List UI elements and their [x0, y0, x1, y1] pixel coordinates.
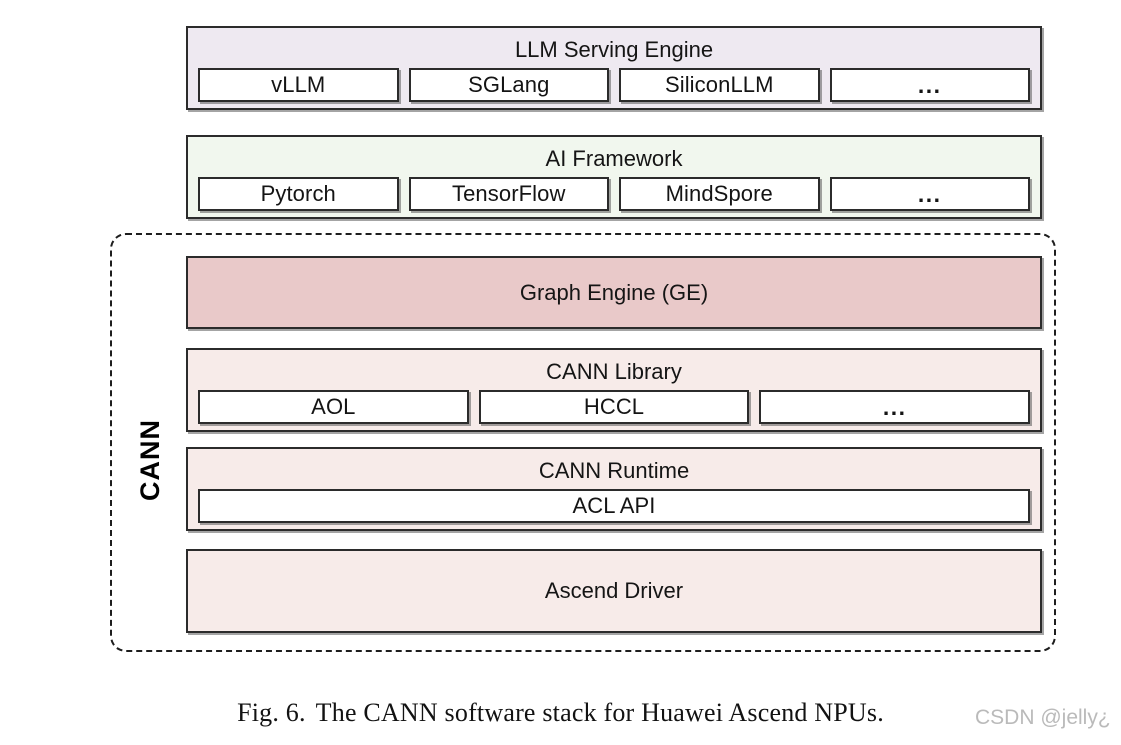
- cann-runtime-layer: CANN Runtime ACL API: [186, 447, 1042, 531]
- llm-serving-engine-items: vLLM SGLang SiliconLLM ...: [198, 68, 1030, 102]
- cann-library-item-hccl: HCCL: [478, 390, 750, 424]
- cann-runtime-item-acl-api: ACL API: [198, 489, 1030, 523]
- figure-caption: Fig. 6. The CANN software stack for Huawe…: [0, 698, 1121, 728]
- llm-item-siliconllm: SiliconLLM: [619, 68, 820, 102]
- llm-serving-engine-layer: LLM Serving Engine vLLM SGLang SiliconLL…: [186, 26, 1042, 110]
- llm-item-vllm: vLLM: [198, 68, 399, 102]
- graph-engine-title: Graph Engine (GE): [519, 279, 709, 305]
- llm-item-sglang: SGLang: [408, 68, 609, 102]
- cann-runtime-title: CANN Runtime: [538, 458, 690, 483]
- ai-framework-items: Pytorch TensorFlow MindSpore ...: [198, 177, 1030, 211]
- cann-library-item-aol: AOL: [198, 390, 469, 424]
- ascend-driver-layer: Ascend Driver: [186, 549, 1042, 633]
- ai-item-pytorch: Pytorch: [198, 177, 399, 211]
- ai-item-more: ...: [829, 177, 1030, 211]
- ai-framework-title: AI Framework: [545, 146, 683, 171]
- graph-engine-layer: Graph Engine (GE): [186, 256, 1042, 329]
- cann-library-title: CANN Library: [546, 359, 682, 384]
- cann-library-layer: CANN Library AOL HCCL ...: [186, 348, 1042, 432]
- llm-serving-engine-title: LLM Serving Engine: [514, 37, 714, 62]
- cann-library-items: AOL HCCL ...: [198, 390, 1031, 424]
- cann-runtime-items: ACL API: [198, 489, 1030, 523]
- cann-library-item-more: ...: [759, 390, 1031, 424]
- ai-framework-layer: AI Framework Pytorch TensorFlow MindSpor…: [186, 135, 1042, 219]
- llm-item-more: ...: [829, 68, 1030, 102]
- ai-item-mindspore: MindSpore: [619, 177, 820, 211]
- ascend-driver-title: Ascend Driver: [544, 578, 684, 603]
- figure-number: Fig. 6.: [237, 698, 306, 727]
- figure-caption-text: The CANN software stack for Huawei Ascen…: [315, 698, 884, 727]
- ai-item-tensorflow: TensorFlow: [408, 177, 609, 211]
